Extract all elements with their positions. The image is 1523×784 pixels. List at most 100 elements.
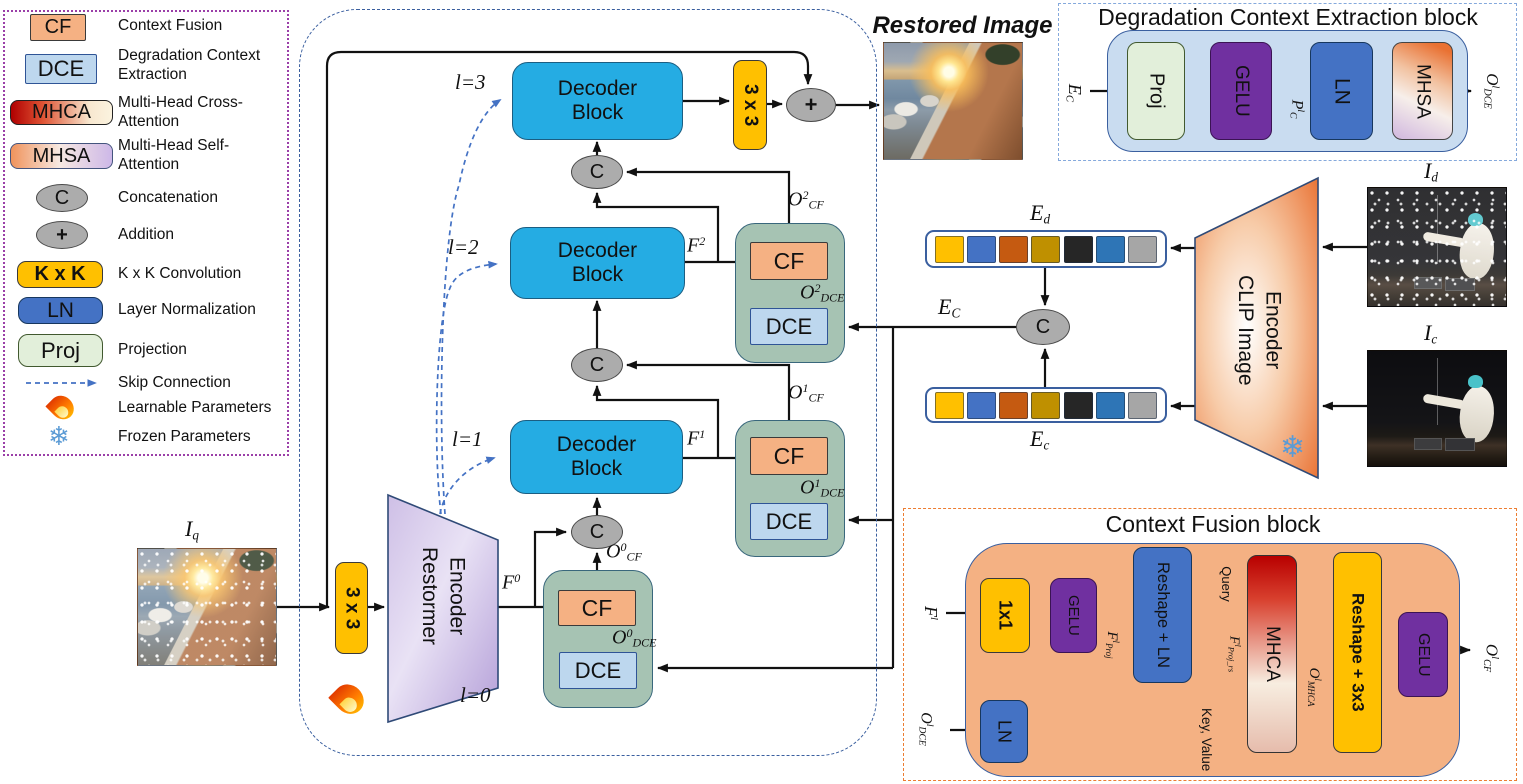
cf-block-l0: CF <box>558 590 636 626</box>
legend-frozen-label: Frozen Parameters <box>118 428 251 445</box>
e-d-token-strip <box>925 230 1167 268</box>
legend-conv-label: K x K Convolution <box>118 265 242 282</box>
legend-dce-symbol: DCE <box>25 54 97 84</box>
cf-output-label: OlCF <box>1480 643 1502 673</box>
legend-proj-symbol: Proj <box>18 334 103 367</box>
clip-token <box>1063 235 1093 263</box>
restormer-encoder-shape <box>387 493 499 724</box>
decoder-block-l3: Decoder Block <box>512 62 683 140</box>
feature-f1-label: F1 <box>687 427 706 450</box>
cf-reshape-ln: Reshape + LN <box>1133 547 1192 683</box>
o-cf-2-label: O2CF <box>788 188 824 212</box>
cf-mhca: MHCA <box>1247 555 1297 753</box>
e-context-label: EC <box>938 294 961 321</box>
dce-block-boundary <box>1058 3 1517 161</box>
main-module-boundary <box>299 9 877 756</box>
legend-flame-label: Learnable Parameters <box>118 399 272 416</box>
level-3-label: l=3 <box>455 70 486 94</box>
dce-block-title: Degradation Context Extraction block <box>1098 4 1478 30</box>
legend-box <box>3 10 289 456</box>
clip-token <box>999 391 1029 419</box>
legend-skip-label: Skip Connection <box>118 374 231 391</box>
cf-reshape-3x3: Reshape + 3x3 <box>1333 552 1382 753</box>
snowflake-icon: ❄ <box>1280 431 1306 464</box>
dce-proj: Proj <box>1127 42 1185 140</box>
dce-block-l1: DCE <box>750 503 828 540</box>
legend-mhsa-label: Multi-Head Self-Attention <box>118 137 230 173</box>
legend-dce-label: Degradation Context Extraction <box>118 47 261 83</box>
cf-f-input-label: Fl <box>921 606 941 620</box>
level-0-label: l=0 <box>460 683 491 707</box>
legend-ln-label: Layer Normalization <box>118 301 256 318</box>
e-d-label: Ed <box>1030 200 1051 227</box>
concat-node-l0: C <box>571 515 623 549</box>
e-c-token-strip <box>925 387 1167 423</box>
legend-mhca-symbol: MHCA <box>10 100 113 125</box>
flame-icon <box>45 390 79 425</box>
snowflake-icon: ❄ <box>48 421 70 451</box>
clip-token <box>967 391 997 419</box>
cf-block-boundary <box>903 508 1517 781</box>
dce-ln: LN <box>1310 42 1373 140</box>
legend-proj-label: Projection <box>118 341 187 358</box>
legend-mhsa-symbol: MHSA <box>10 143 113 169</box>
e-c-label: Ec <box>1030 426 1050 453</box>
clip-encoder-shape <box>1194 176 1319 480</box>
clip-concat-node: C <box>1016 309 1070 345</box>
cf-fproj-label: FlProj <box>1103 631 1121 659</box>
add-node: + <box>786 88 836 122</box>
stage-wire <box>1437 357 1438 425</box>
o-cf-0-label: O0CF <box>606 540 642 564</box>
decoder-block-l1: Decoder Block <box>510 420 683 494</box>
clip-image-encoder: CLIP Image Encoder <box>1234 274 1285 386</box>
feature-f2-label: F2 <box>687 234 706 257</box>
clip-token <box>935 235 964 263</box>
performer-body <box>1455 221 1498 282</box>
stage-prop <box>1413 277 1442 290</box>
dce-mhsa: MHSA <box>1392 42 1453 140</box>
dce-block-l0: DCE <box>559 652 637 689</box>
legend-ln-symbol: LN <box>18 297 103 324</box>
cf-conv-1x1: 1x1 <box>980 578 1030 653</box>
cf-keyvalue-label: Key, Value <box>1199 708 1215 772</box>
clip-token <box>1127 235 1157 263</box>
clip-token <box>967 235 997 263</box>
cf-query-label: Query <box>1219 566 1234 602</box>
clean-image <box>1367 350 1507 467</box>
legend-mhca-label: Multi-Head Cross-Attention <box>118 94 243 130</box>
cf-odce-input-label: OlDCE <box>916 712 935 746</box>
dce-gelu: GELU <box>1210 42 1272 140</box>
o-dce-1-label: O1DCE <box>800 476 845 500</box>
clip-token <box>1031 235 1061 263</box>
cf-gelu-2: GELU <box>1398 612 1448 697</box>
level-1-label: l=1 <box>452 427 483 451</box>
o-dce-0-label: O0DCE <box>612 626 657 650</box>
dce-block-l2: DCE <box>750 308 828 345</box>
concat-node-l3: C <box>571 155 623 189</box>
stage-prop <box>1413 437 1442 450</box>
cf-fprojrs-label: FlProj_rs <box>1226 635 1242 673</box>
performer-head <box>1467 212 1483 226</box>
level-2-label: l=2 <box>448 235 479 259</box>
o-cf-1-label: O1CF <box>788 381 824 405</box>
dce-mid-label: PlC <box>1287 99 1306 119</box>
clip-token <box>999 235 1029 263</box>
dce-output-label: OlDCE <box>1481 73 1502 109</box>
o-dce-2-label: O2DCE <box>800 281 845 305</box>
cf-block-title: Context Fusion block <box>1105 511 1321 537</box>
performer-head <box>1467 375 1483 389</box>
clip-token <box>1031 391 1061 419</box>
legend-cf-label: Context Fusion <box>118 17 223 34</box>
performer-arm <box>1422 393 1466 410</box>
clip-token <box>1063 391 1093 419</box>
restored-image-title: Restored Image <box>872 12 1053 39</box>
stage-prop <box>1445 438 1476 452</box>
clip-token <box>1095 391 1125 419</box>
performer-body <box>1455 383 1498 444</box>
restored-image <box>883 42 1023 160</box>
legend-concat-label: Concatenation <box>118 189 218 206</box>
cf-block-l1: CF <box>750 437 828 475</box>
input-conv-3x3: 3 x 3 <box>335 562 368 654</box>
